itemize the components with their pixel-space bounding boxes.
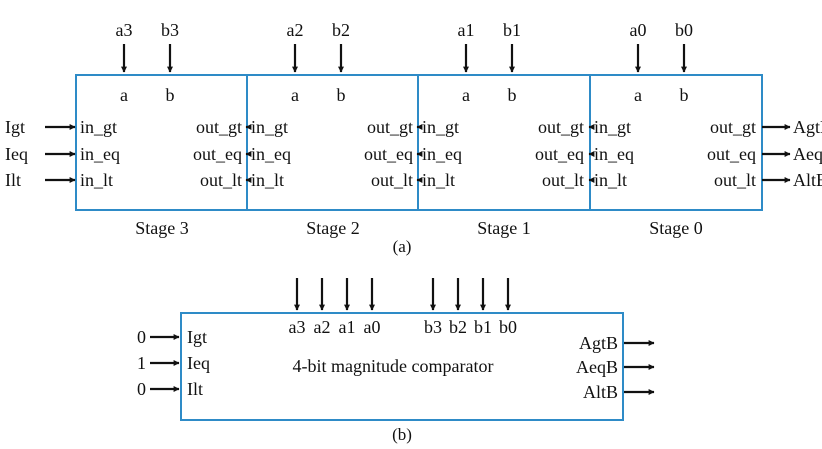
port-out-gt-label: out_gt [196,117,242,137]
port-b-label: b [166,85,175,105]
comparator-title: 4-bit magnitude comparator [293,356,494,376]
stage-a-input-label: a3 [116,20,133,40]
port-in-gt-label: in_gt [80,117,117,137]
output-port-label: AltB [583,382,618,402]
port-in-eq-label: in_eq [594,144,634,164]
port-in-lt-label: in_lt [251,170,284,190]
stage-name: Stage 2 [306,218,360,238]
stage-block: a0 b0 a b in_gt in_eq in_lt out_gt out_eq out_ltS… [588,20,763,238]
stage-b-input-label: b0 [675,20,693,40]
input-value-label: 0 [137,327,146,347]
input-port-label: Ilt [187,379,203,399]
output-port-label: AgtB [579,333,618,353]
comparator-box [180,312,624,421]
stage-name: Stage 3 [135,218,189,238]
port-a-label: a [634,85,642,105]
port-a-label: a [462,85,470,105]
external-input-label: Ilt [5,170,21,190]
stage-box [589,74,763,211]
port-in-eq-label: in_eq [80,144,120,164]
external-input-label: Ieq [5,144,28,164]
port-in-eq-label: in_eq [251,144,291,164]
stage-a-input-label: a1 [458,20,475,40]
port-out-lt-label: out_lt [200,170,242,190]
stage-name: Stage 1 [477,218,531,238]
port-out-eq-label: out_eq [193,144,242,164]
port-b-label: b [337,85,346,105]
stage-b-input-label: b3 [161,20,179,40]
output-label: AeqB [793,144,822,164]
stage-name: Stage 0 [649,218,703,238]
port-a-label: a [120,85,128,105]
a-bit-label: a1 [339,317,356,337]
b-bit-label: b2 [449,317,467,337]
port-out-gt-label: out_gt [367,117,413,137]
port-in-lt-label: in_lt [594,170,627,190]
input-value-label: 1 [137,353,146,373]
stage-block: a3 b3 a b in_gt in_eq in_lt out_gt out_eq out_ltS… [45,20,249,238]
stage-b-input-label: b2 [332,20,350,40]
a-bit-label: a2 [314,317,331,337]
port-out-lt-label: out_lt [542,170,584,190]
stage-box [417,74,591,211]
stage-block: a1 b1 a b in_gt in_eq in_lt out_gt out_eq out_ltS… [416,20,591,238]
port-in-gt-label: in_gt [422,117,459,137]
stage-box [75,74,249,211]
stage-a-input-label: a0 [630,20,647,40]
port-out-lt-label: out_lt [371,170,413,190]
port-out-eq-label: out_eq [535,144,584,164]
port-in-gt-label: in_gt [594,117,631,137]
input-value-label: 0 [137,379,146,399]
output-label: AgtB [793,117,822,137]
port-out-eq-label: out_eq [364,144,413,164]
stage-a-input-label: a2 [287,20,304,40]
cascaded-stages-diagram: a3 b3 a b in_gt in_eq in_lt out_gt out_eq out_ltS… [5,20,822,256]
a-bit-label: a0 [364,317,381,337]
port-b-label: b [680,85,689,105]
port-in-gt-label: in_gt [251,117,288,137]
port-a-label: a [291,85,299,105]
stage-b-input-label: b1 [503,20,521,40]
figure-caption-a: (a) [393,237,412,256]
b-bit-label: b1 [474,317,492,337]
port-in-lt-label: in_lt [422,170,455,190]
external-input-label: Igt [5,117,25,137]
b-bit-label: b3 [424,317,442,337]
port-in-lt-label: in_lt [80,170,113,190]
input-port-label: Ieq [187,353,210,373]
port-out-lt-label: out_lt [714,170,756,190]
port-out-eq-label: out_eq [707,144,756,164]
output-port-label: AeqB [576,357,618,377]
input-port-label: Igt [187,327,207,347]
b-bit-label: b0 [499,317,517,337]
port-b-label: b [508,85,517,105]
port-out-gt-label: out_gt [538,117,584,137]
output-label: AltB [793,170,822,190]
figure-caption-b: (b) [392,425,412,444]
stage-box [246,74,420,211]
a-bit-label: a3 [289,317,306,337]
port-out-gt-label: out_gt [710,117,756,137]
port-in-eq-label: in_eq [422,144,462,164]
stage-block: a2 b2 a b in_gt in_eq in_lt out_gt out_eq out_ltS… [245,20,420,238]
